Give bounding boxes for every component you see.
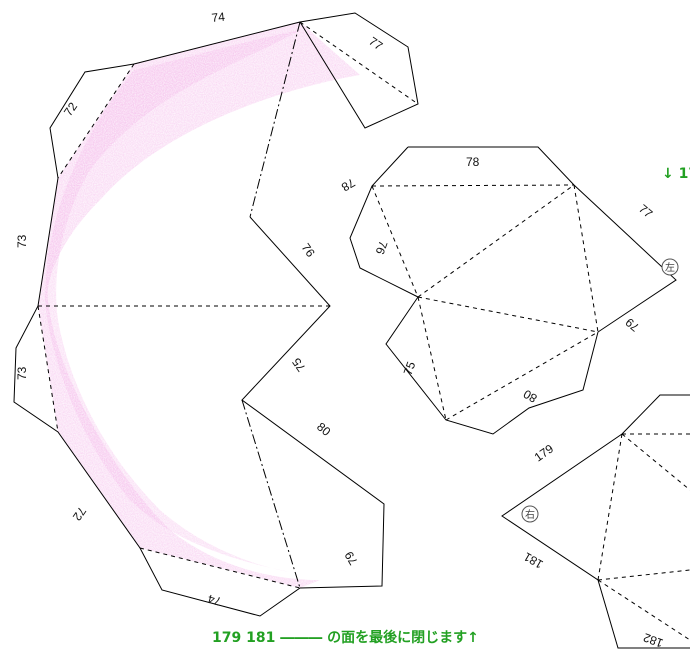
label-77-right: 77 — [636, 202, 655, 222]
label-78-top: 78 — [466, 155, 480, 169]
label-182: 182 — [641, 630, 665, 650]
label-74-bottom: 74 — [206, 592, 223, 609]
label-76-right: 76 — [373, 239, 391, 257]
right-top-net-piece: 78 78 77 76 75 80 79 左 — [339, 146, 679, 435]
label-79-left: 79 — [342, 549, 361, 568]
label-181: 181 — [521, 549, 546, 571]
left-badge: 左 — [661, 258, 679, 276]
label-80-left: 80 — [314, 420, 333, 440]
label-72-bottom: 72 — [70, 504, 89, 523]
label-73-left: 73 — [15, 234, 29, 248]
right-top-outline — [349, 146, 677, 435]
label-78-left: 78 — [339, 175, 358, 194]
note-top-right: ↓ 17 — [662, 166, 690, 182]
left-net-piece: 74 77 72 73 76 73 75 80 72 74 79 — [13, 10, 419, 617]
left-valley-lines — [241, 21, 301, 589]
label-77-top: 77 — [366, 34, 385, 53]
pink-texture — [38, 22, 360, 588]
label-76-left: 76 — [299, 241, 318, 260]
left-outline — [13, 12, 419, 617]
label-74-top: 74 — [211, 10, 226, 25]
right-top-fold-lines — [371, 184, 599, 421]
right-bottom-fold-lines — [597, 433, 690, 641]
left-fold-lines — [37, 21, 419, 589]
left-badge-text: 左 — [665, 261, 675, 274]
right-bottom-outline — [501, 394, 690, 649]
label-75-left: 75 — [289, 355, 308, 374]
label-179: 179 — [532, 441, 557, 464]
label-72-top: 72 — [61, 99, 80, 118]
right-bottom-net-piece: 179 181 182 右 — [501, 394, 690, 650]
right-badge: 右 — [521, 505, 539, 523]
right-badge-text: 右 — [525, 508, 535, 521]
label-80-right: 80 — [521, 387, 540, 406]
note-bottom: 179 181 ――― の面を最後に閉じます↑ — [212, 629, 479, 646]
label-75-right: 75 — [401, 359, 419, 377]
label-79-right: 79 — [622, 315, 641, 335]
label-73-lower: 73 — [15, 366, 29, 380]
